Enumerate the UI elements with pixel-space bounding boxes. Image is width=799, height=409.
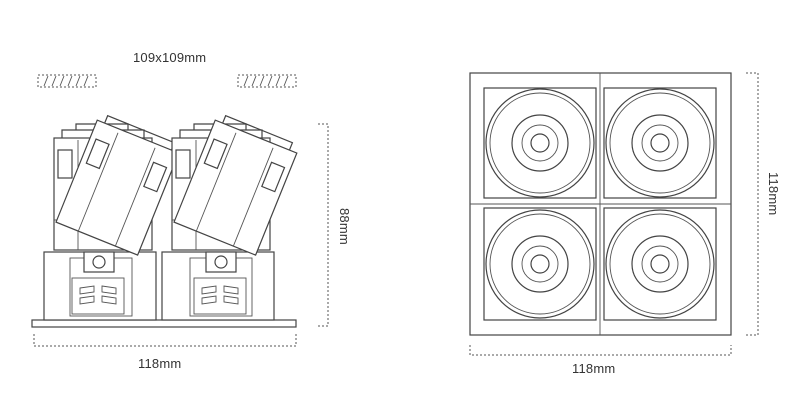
module-left-tilted	[55, 114, 180, 256]
module-right-tilted	[173, 114, 298, 256]
top-view	[469, 72, 759, 356]
lamp-bottom-right	[603, 207, 717, 321]
side-width-label: 118mm	[138, 356, 182, 371]
width-dimension-line	[33, 334, 297, 347]
side-height-label: 88mm	[337, 208, 352, 245]
top-width-dimension-line	[469, 345, 732, 356]
mounting-flange	[31, 319, 297, 328]
cutout-size-label: 109x109mm	[133, 50, 207, 65]
cutout-left-marker	[37, 74, 97, 88]
top-height-dimension-line	[746, 72, 759, 336]
top-height-label: 118mm	[766, 172, 781, 216]
lamp-top-right	[603, 87, 717, 199]
height-dimension-line	[318, 123, 329, 327]
lamp-bottom-left	[483, 207, 597, 321]
housing-left	[43, 251, 157, 321]
top-width-label: 118mm	[572, 361, 616, 376]
housing-right	[161, 251, 275, 321]
side-view	[31, 74, 329, 347]
cutout-right-marker	[237, 74, 297, 88]
lamp-top-left	[483, 87, 597, 199]
